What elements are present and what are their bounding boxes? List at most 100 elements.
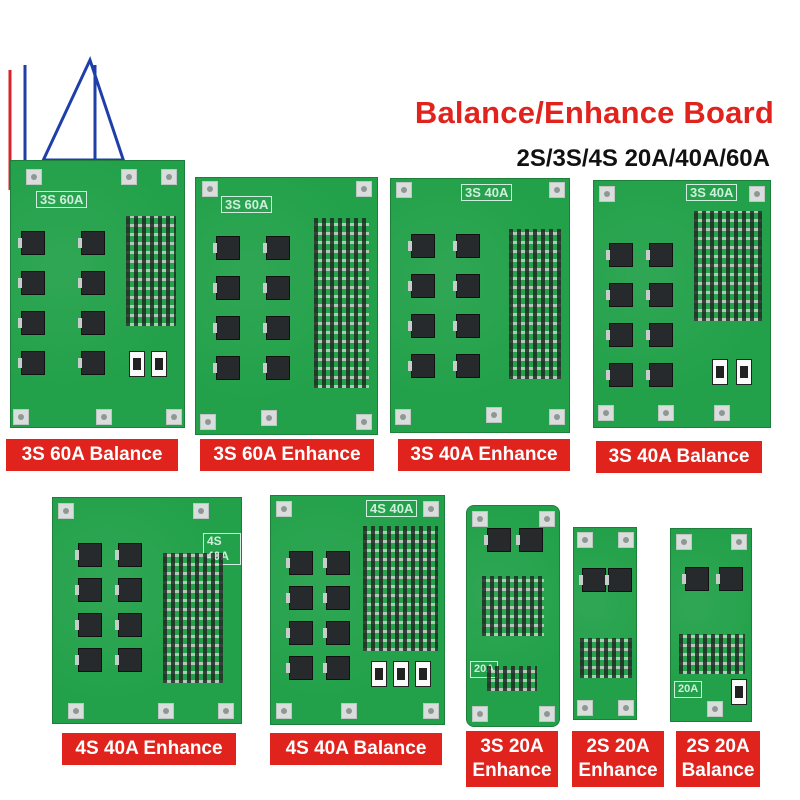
mosfet-chip — [646, 323, 673, 347]
pcb-pad — [68, 703, 84, 719]
pcb-board-3s-60a-enhance: 3S 60A — [195, 177, 378, 435]
mosfet-chip — [606, 283, 633, 307]
smd-components — [509, 229, 561, 379]
pcb-pad — [714, 405, 730, 421]
pcb-board-3s-20a-enhance: 20A — [466, 505, 560, 727]
mosfet-chip — [323, 656, 350, 680]
caption-line-2: Enhance — [578, 760, 658, 781]
pcb-pad — [26, 169, 42, 185]
pcb-pad — [193, 503, 209, 519]
mosfet-chip — [263, 236, 290, 260]
mosfet-chip — [263, 316, 290, 340]
mosfet-chip — [75, 613, 102, 637]
mosfet-chip — [646, 243, 673, 267]
smd-components — [694, 211, 762, 321]
pcb-pad — [96, 409, 112, 425]
pcb-pad — [200, 414, 216, 430]
caption-line-1: 3S 20A — [480, 736, 544, 757]
mosfet-chip — [115, 613, 142, 637]
mosfet-chip — [18, 351, 45, 375]
pcb-board-4s-40a-enhance: 4S 40A — [52, 497, 242, 724]
pcb-pad — [658, 405, 674, 421]
pcb-pad — [486, 407, 502, 423]
pcb-pad — [749, 186, 765, 202]
product-caption: 3S 60A Balance — [6, 439, 178, 471]
mosfet-chip — [286, 551, 313, 575]
page-subtitle: 2S/3S/4S 20A/40A/60A — [516, 145, 771, 172]
mosfet-chip — [75, 648, 102, 672]
pcb-pad — [676, 534, 692, 550]
board-silkscreen-label: 3S 60A — [221, 196, 273, 213]
product-caption: 3S 20A Enhance — [466, 731, 558, 787]
page-title: Balance/Enhance Board — [414, 95, 774, 130]
caption-line-2: Balance — [681, 760, 755, 781]
mosfet-chip — [213, 276, 240, 300]
product-caption: 4S 40A Balance — [270, 733, 442, 765]
mosfet-chip — [263, 356, 290, 380]
smd-components — [163, 553, 223, 683]
pcb-pad — [356, 181, 372, 197]
caption-line-1: 2S 20A — [586, 736, 650, 757]
mosfet-chip — [286, 621, 313, 645]
pcb-pad — [472, 511, 488, 527]
board-silkscreen-label: 20A — [674, 681, 703, 698]
pcb-board-4s-40a-balance: 4S 40A — [270, 495, 445, 725]
pcb-pad — [577, 700, 593, 716]
mosfet-chip — [78, 271, 105, 295]
pcb-pad — [13, 409, 29, 425]
mosfet-chip — [453, 274, 480, 298]
pcb-board-3s-40a-enhance: 3S 40A — [390, 178, 570, 433]
mosfet-chip — [516, 528, 543, 552]
product-caption: 2S 20A Balance — [676, 731, 760, 787]
mosfet-chip — [408, 274, 435, 298]
pcb-pad — [276, 703, 292, 719]
pcb-pad — [166, 409, 182, 425]
smd-components — [314, 218, 369, 388]
mosfet-chip — [115, 578, 142, 602]
shunt-resistor — [393, 661, 409, 687]
pcb-pad — [121, 169, 137, 185]
product-caption: 3S 40A Enhance — [398, 439, 570, 471]
pcb-pad — [341, 703, 357, 719]
mosfet-chip — [484, 528, 511, 552]
mosfet-chip — [605, 568, 632, 592]
pcb-board-2s-20a-enhance — [573, 527, 637, 720]
pcb-pad — [599, 186, 615, 202]
mosfet-chip — [213, 316, 240, 340]
mosfet-chip — [453, 314, 480, 338]
board-silkscreen-label: 3S 40A — [461, 184, 513, 201]
mosfet-chip — [453, 234, 480, 258]
product-caption: 4S 40A Enhance — [62, 733, 236, 765]
shunt-resistor — [151, 351, 167, 377]
mosfet-chip — [263, 276, 290, 300]
board-silkscreen-label: 3S 40A — [686, 184, 738, 201]
smd-components — [482, 576, 544, 636]
pcb-pad — [356, 414, 372, 430]
shunt-resistor — [731, 679, 747, 705]
smd-components — [487, 666, 537, 691]
mosfet-chip — [606, 363, 633, 387]
smd-components — [363, 526, 438, 651]
mosfet-chip — [115, 543, 142, 567]
mosfet-chip — [286, 586, 313, 610]
mosfet-chip — [78, 351, 105, 375]
pcb-pad — [218, 703, 234, 719]
board-silkscreen-label: 4S 40A — [203, 533, 241, 565]
board-silkscreen-label: 4S 40A — [366, 500, 418, 517]
shunt-resistor — [415, 661, 431, 687]
mosfet-chip — [18, 311, 45, 335]
mosfet-chip — [453, 354, 480, 378]
product-caption: 3S 40A Balance — [596, 441, 762, 473]
pcb-pad — [396, 182, 412, 198]
mosfet-chip — [408, 314, 435, 338]
caption-line-1: 2S 20A — [686, 736, 750, 757]
shunt-resistor — [712, 359, 728, 385]
pcb-pad — [598, 405, 614, 421]
pcb-pad — [618, 700, 634, 716]
pcb-pad — [202, 181, 218, 197]
mosfet-chip — [606, 243, 633, 267]
mosfet-chip — [75, 578, 102, 602]
mosfet-chip — [606, 323, 633, 347]
mosfet-chip — [579, 568, 606, 592]
pcb-pad — [577, 532, 593, 548]
